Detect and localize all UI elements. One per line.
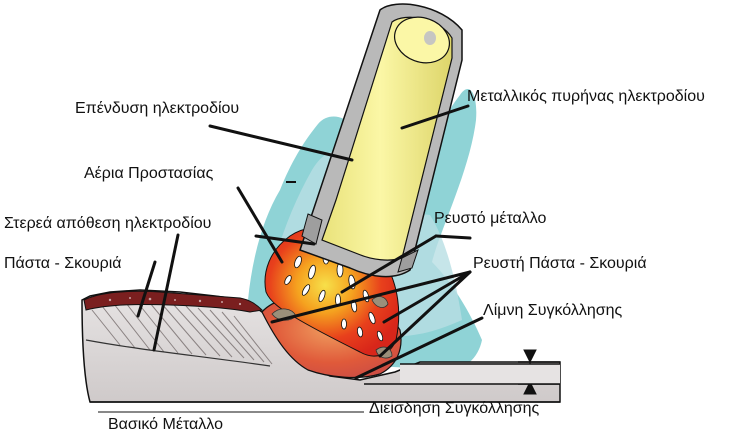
electrode-core-highlight [424,31,436,45]
label-base-metal: Βασικό Μέταλλο [106,416,225,434]
label-molten-metal: Ρευστό μέταλλο [434,210,546,228]
label-electrode-core: Μεταλλικός πυρήνας ηλεκτροδίου [467,88,705,106]
label-shielding-gas: Αέρια Προστασίας [84,165,213,183]
label-solid-deposit: Στερεά απόθεση ηλεκτροδίου [2,215,213,233]
label-weld-pool: Λίμνη Συγκόλλησης [483,302,622,320]
label-molten-slag: Ρευστή Πάστα - Σκουριά [473,255,647,273]
label-penetration: Διείσδηση Συγκόλλησης [369,400,539,418]
label-slag: Πάστα - Σκουριά [2,255,124,273]
penetration-band [400,364,560,384]
label-electrode-coating: Επένδυση ηλεκτροδίου [75,100,239,118]
leader-molten-metal-a [436,236,470,238]
